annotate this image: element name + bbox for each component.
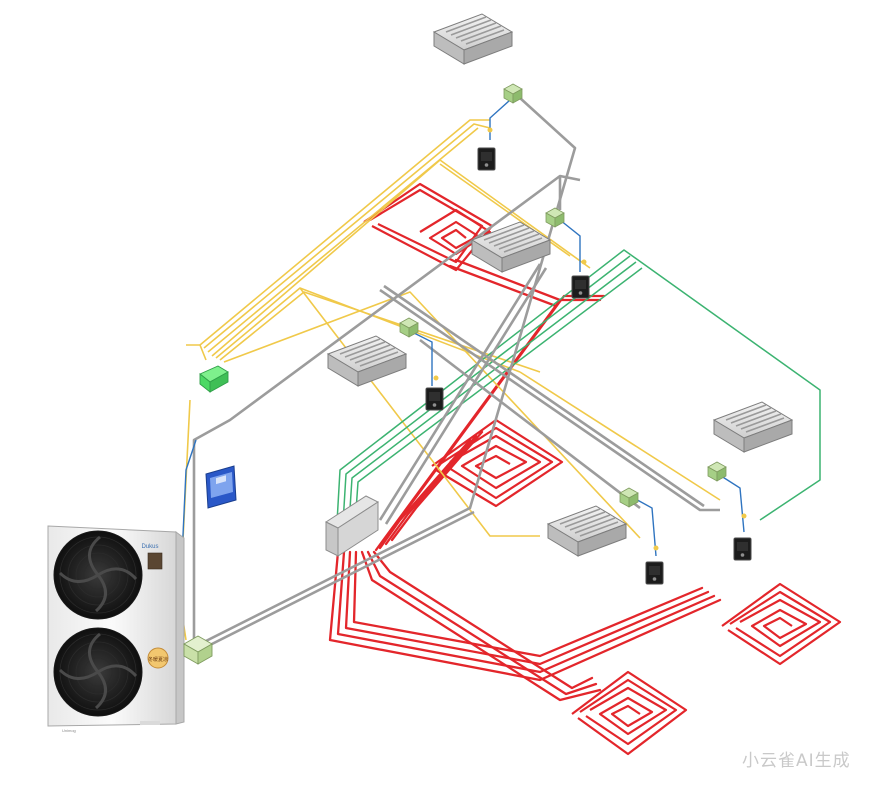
outdoor-unit-brand: Dukus xyxy=(141,544,158,550)
outdoor-heat-pump-unit: Dukus 冬暖夏凉 Unimog xyxy=(47,525,185,733)
outdoor-unit-bottom-label: Unimog xyxy=(62,728,76,733)
connector-dots xyxy=(433,127,747,551)
thermostat-icon xyxy=(645,561,664,585)
floor-coil-upper xyxy=(363,182,494,272)
floor-coil-east xyxy=(721,582,842,666)
fan-grille-icon xyxy=(53,627,143,717)
floor-coil-south xyxy=(571,670,688,756)
thermostat-icon xyxy=(477,147,496,171)
valve-box-icon xyxy=(503,83,523,104)
outdoor-unit-badge: 冬暖夏凉 xyxy=(148,656,168,663)
ceiling-cassette-top xyxy=(433,13,513,65)
water-distributor-icon xyxy=(324,495,380,557)
energy-label xyxy=(147,552,163,570)
ceiling-cassette-east xyxy=(713,401,793,453)
badge-seal xyxy=(147,647,169,669)
control-wires-yellow xyxy=(179,119,721,641)
refrigerant-pipes xyxy=(192,97,720,650)
wall-controller-icon xyxy=(205,465,237,509)
valve-box-icon xyxy=(183,635,213,665)
thermostat-icon xyxy=(571,275,590,299)
fan-grille-icon xyxy=(53,530,143,620)
valve-box-icon xyxy=(545,207,565,228)
ceiling-cassette-south xyxy=(547,505,627,557)
thermostat-icon xyxy=(425,387,444,411)
ceiling-cassette-middle xyxy=(327,335,407,387)
green-control-hub xyxy=(199,365,229,393)
watermark: 小云雀AI生成 xyxy=(742,751,851,771)
thermostat-icon xyxy=(733,537,752,561)
